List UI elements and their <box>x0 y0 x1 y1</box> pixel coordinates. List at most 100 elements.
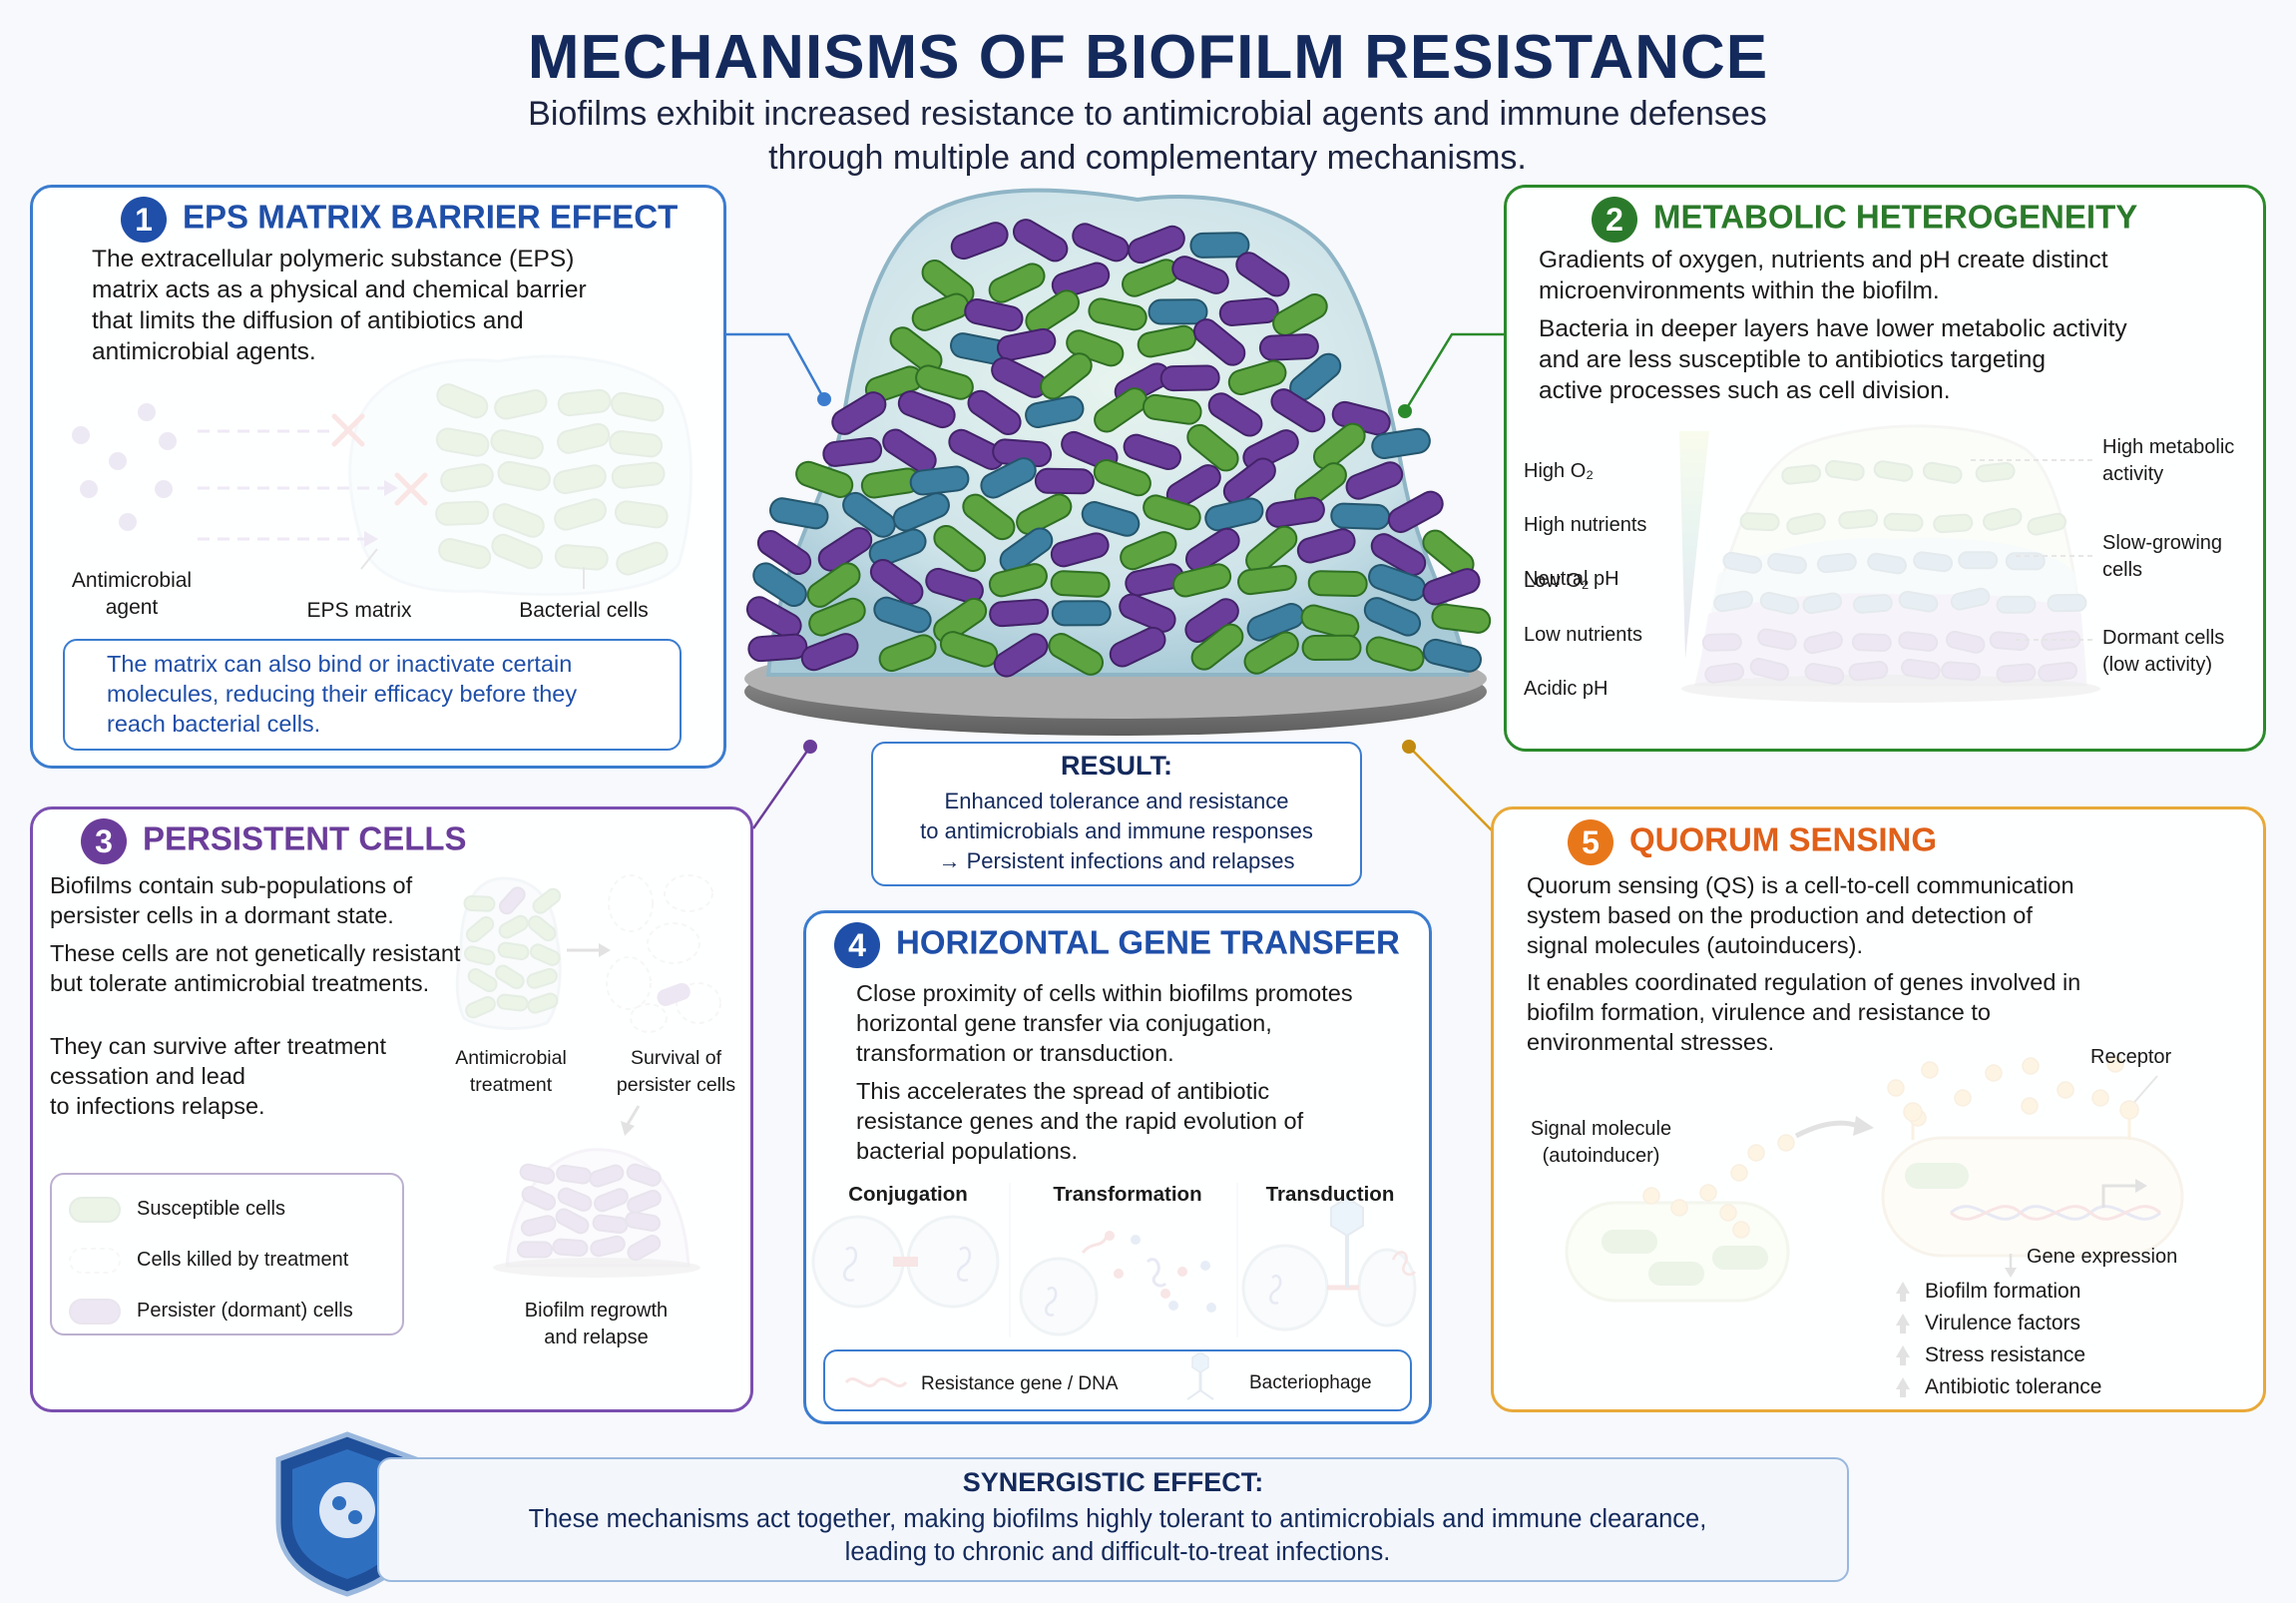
subtitle-line-1: Biofilms exhibit increased resistance to… <box>528 95 1767 133</box>
bacterium-cell <box>1363 597 1422 637</box>
bacterium-cell <box>745 596 802 639</box>
bacterium-cell <box>1296 528 1356 564</box>
bacterium-cell <box>795 460 854 498</box>
bacterium-cell <box>1258 333 1319 361</box>
panel1-title-text: EPS MATRIX BARRIER EFFECT <box>183 198 679 236</box>
legend-susceptible-cells: Susceptible cells <box>137 1198 285 1220</box>
label-slow-growing: Slow-growing cells <box>2102 532 2223 581</box>
connector-dot-panel5 <box>1402 740 1416 754</box>
biofilm-bacteria-group <box>745 219 1492 678</box>
bacterium-cell <box>1143 494 1201 531</box>
bacterium-cell <box>1066 329 1125 367</box>
bacterium-cell <box>1120 531 1177 571</box>
bacterium-cell <box>878 634 937 673</box>
panel3-text-3: They can survive after treatment cessati… <box>50 1033 386 1119</box>
bacterium-cell <box>892 492 950 532</box>
label-neutral-ph: Neutral pH <box>1524 568 1619 590</box>
bacterium-cell <box>989 598 1050 628</box>
panel4-text-2: This accelerates the spread of antibioti… <box>856 1078 1304 1164</box>
legend-persister-cells: Persister (dormant) cells <box>137 1300 353 1322</box>
connector-dot-panel1 <box>817 392 831 406</box>
bacterium-cell <box>1016 493 1073 535</box>
panel5-title-text: QUORUM SENSING <box>1629 820 1938 858</box>
bacterium-cell <box>1050 570 1111 598</box>
synergy-box <box>377 1457 1849 1582</box>
panel5-number: 5 <box>1568 819 1613 865</box>
bacterium-cell <box>1189 232 1250 259</box>
connector-lines <box>725 332 1504 831</box>
label-low-o2: Low O₂ <box>1524 570 1590 592</box>
bacterium-cell <box>1387 490 1444 534</box>
panel3-legend-box <box>50 1173 404 1336</box>
bacterium-cell <box>882 428 937 474</box>
panel4-number: 4 <box>834 922 880 968</box>
bacterium-cell <box>1330 502 1391 530</box>
bacterium-cell <box>1365 636 1425 672</box>
panel2-text-1: Gradients of oxygen, nutrients and pH cr… <box>1539 247 2108 304</box>
bacterium-cell <box>909 465 970 496</box>
bacterium-cell <box>1094 387 1148 433</box>
bacterium-cell <box>1142 393 1202 425</box>
label-conjugation: Conjugation <box>848 1183 968 1206</box>
bacterium-cell <box>1128 225 1185 265</box>
bacterium-cell <box>1051 600 1112 627</box>
effect-virulence-factors: Virulence factors <box>1925 1312 2081 1335</box>
bacterium-cell <box>1243 631 1299 675</box>
label-transduction: Transduction <box>1265 1183 1395 1206</box>
bacterium-cell <box>806 562 861 608</box>
connector-panel3 <box>751 746 812 829</box>
panel3-text-1: Biofilms contain sub-populations of pers… <box>50 872 413 928</box>
synergy-text: These mechanisms act together, making bi… <box>528 1505 1707 1566</box>
bacterium-cell <box>1088 297 1148 331</box>
bacterium-cell <box>842 491 896 538</box>
label-high-o2: High O₂ <box>1524 460 1595 482</box>
panel3-title-text: PERSISTENT CELLS <box>143 819 467 857</box>
panel4-title-text: HORIZONTAL GENE TRANSFER <box>896 923 1400 961</box>
bacterium-cell <box>1222 457 1276 505</box>
bacterium-cell <box>1040 352 1093 400</box>
bacterium-cell <box>1148 298 1208 325</box>
bacterium-cell <box>1422 568 1481 606</box>
panel1-note: The matrix can also bind or inactivate c… <box>107 651 578 737</box>
panel4-text-1: Close proximity of cells within biofilms… <box>856 980 1353 1066</box>
bacterium-cell <box>1218 297 1279 326</box>
bacterium-cell <box>1123 433 1181 471</box>
synergy-title: SYNERGISTIC EFFECT: <box>962 1467 1264 1497</box>
result-title: RESULT: <box>1061 751 1172 781</box>
page-title: MECHANISMS OF BIOFILM RESISTANCE <box>527 23 1769 92</box>
panel3-text-2: These cells are not genetically resistan… <box>50 940 461 996</box>
panel2-title-text: METABOLIC HETEROGENEITY <box>1653 198 2138 236</box>
bacterium-cell <box>1301 634 1362 662</box>
bacterium-cell <box>996 327 1057 361</box>
central-biofilm-illustration <box>744 188 1492 736</box>
bacterium-cell <box>915 364 974 400</box>
label-bacterial-cells: Bacterial cells <box>519 599 649 622</box>
label-high-nutrients: High nutrients <box>1524 514 1647 536</box>
bacterium-cell <box>1192 318 1246 366</box>
bacterium-cell <box>980 457 1037 499</box>
bacterium-cell <box>831 391 887 435</box>
bacterium-cell <box>1345 461 1404 500</box>
bacterium-cell <box>1109 626 1166 668</box>
bacterium-cell <box>822 436 883 467</box>
label-dormant-cells: Dormant cells (low activity) <box>2102 627 2225 676</box>
connector-dot-panel3 <box>803 740 817 754</box>
page-subtitle: Biofilms exhibit increased resistance to… <box>299 92 1996 180</box>
bacterium-cell <box>1159 364 1220 392</box>
panel2-text-2: Bacteria in deeper layers have lower met… <box>1539 315 2127 404</box>
subtitle-line-2: through multiple and complementary mecha… <box>768 139 1527 177</box>
gradient-labels-top: High O₂ High nutrients Neutral pH <box>1524 431 1646 620</box>
bacterium-cell <box>993 633 1049 678</box>
panel4-title: 4 HORIZONTAL GENE TRANSFER <box>834 922 1400 968</box>
panel5-text-2: It enables coordinated regulation of gen… <box>1527 969 2081 1055</box>
bacterium-cell <box>1370 533 1427 577</box>
panel4-legend-box <box>823 1349 1412 1411</box>
bacterium-cell <box>1235 252 1290 297</box>
bacterium-cell <box>800 633 859 672</box>
label-eps-matrix: EPS matrix <box>306 599 412 622</box>
panel1-note-box <box>63 639 682 751</box>
result-box <box>871 742 1362 886</box>
bacterium-cell <box>1048 633 1105 676</box>
